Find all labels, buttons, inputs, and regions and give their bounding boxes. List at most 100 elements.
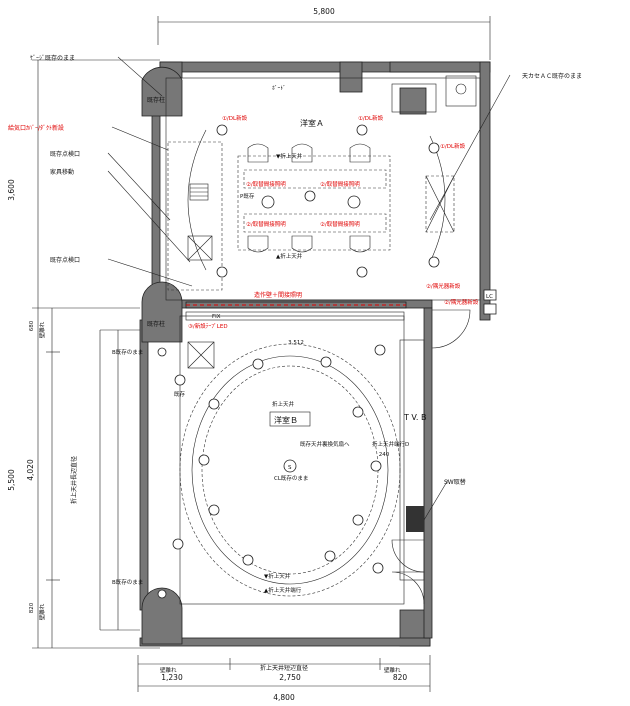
dim-bottom-2: 2,750: [279, 673, 301, 682]
spot: [252, 358, 264, 370]
room-b-ceiling-ellipse: [179, 343, 401, 597]
label-indirect-4: ②/取替間接照明: [320, 220, 360, 228]
label-supply-duct-new: 給気口ｶﾊﾞｰ/ﾀﾞｸﾄ新設: [8, 124, 64, 132]
downlight: [304, 190, 316, 202]
downlight: [356, 266, 368, 278]
dimension-text: 5,800 3,600 5,500 4,020 680 820 1,230 2,…: [7, 7, 407, 702]
dim-left-mid: 4,020: [26, 459, 35, 481]
dim-left-upper: 3,600: [7, 179, 16, 201]
ceiling-light: [283, 459, 297, 473]
label-fix: FIX: [212, 314, 221, 320]
label-existing-hatch-2: 既存点検口: [50, 256, 80, 264]
dimension-lines: [32, 16, 491, 692]
dim-left-gap-top: 680: [29, 320, 35, 331]
label-dl-new: ①/DL新設: [222, 114, 248, 122]
room-b-downlights: [157, 344, 386, 599]
spot: [320, 356, 332, 368]
downlight: [174, 374, 186, 386]
walls: [139, 61, 491, 647]
label-ceiling-note: 既存天井裏換気扇へ: [300, 440, 350, 448]
dim-tv-depth: 240: [379, 452, 390, 458]
spot: [198, 454, 210, 466]
small-fixture: [157, 589, 167, 599]
label-indirect-3: ②/取替間接照明: [246, 220, 286, 228]
label-wall-sep-2: 壁離れ: [38, 603, 46, 620]
downlight: [172, 538, 184, 550]
annotation-labels: ｹﾞｰｼﾞ既存のまま 給気口ｶﾊﾞｰ/ﾀﾞｸﾄ新設 既存点検口 家具移動 既存点…: [8, 54, 582, 674]
label-sensor: S: [288, 465, 292, 471]
label-fold-ceiling-top: ▼折上天井: [276, 152, 303, 160]
spot: [208, 504, 220, 516]
label-left-vertical: 折上天井長辺直径: [70, 456, 78, 504]
room-a-cove-line: [187, 129, 207, 271]
label-dl-new-short: ①/DL新設: [440, 142, 466, 150]
room-a-table: [237, 143, 391, 253]
small-fixture: [157, 347, 167, 357]
label-bottom-center: 折上天井短辺直径: [260, 664, 308, 672]
lc-boxes: [483, 289, 497, 315]
label-bracket-1: ②/隅光器新設: [426, 282, 461, 290]
dim-bottom-1: 1,230: [161, 673, 183, 682]
label-room-b: 洋室Ｂ: [274, 415, 298, 425]
label-sw-change: SW取替: [444, 478, 466, 486]
label-tvb: T V. B: [403, 413, 426, 422]
label-lc: LC: [486, 294, 493, 300]
label-b-existing-bottom: B既存のまま: [112, 578, 143, 586]
label-existing: 既存: [174, 390, 186, 398]
hatch-boxes: [167, 141, 455, 532]
label-wall-sep-br: 壁離れ: [384, 666, 401, 674]
dim-left-total: 5,500: [7, 469, 16, 491]
pendant: [347, 195, 361, 209]
room-a-downlights: [216, 124, 440, 278]
label-indirect-1: ②/取替間接照明: [246, 180, 286, 188]
label-indirect-2: ②/取替間接照明: [320, 180, 360, 188]
doors: [391, 309, 471, 605]
pendant: [261, 195, 275, 209]
label-fold-ceiling-bottom: ▲折上天井: [276, 252, 303, 260]
label-balcony: ﾎﾞｰﾄﾞ: [272, 85, 286, 92]
mod-wall-strip: [185, 301, 407, 321]
label-existing-pillar-top: 既存柱: [147, 96, 165, 104]
label-led-strip: ③/新設ﾃｰﾌﾟLED: [188, 322, 228, 330]
label-gauge-existing: ｹﾞｰｼﾞ既存のまま: [30, 54, 75, 62]
label-existing-pillar-mid: 既存柱: [147, 320, 165, 328]
spot: [324, 550, 336, 562]
label-fold-ceiling-b: 折上天井: [272, 400, 295, 408]
downlight: [428, 142, 440, 154]
label-ceiling-note2: 折上天井端行D: [372, 440, 409, 448]
dim-bottom-total: 4,800: [273, 693, 295, 702]
spot: [208, 398, 220, 410]
label-fold-ceiling-b2: ▼折上天井: [264, 572, 291, 580]
interior-outlines: [99, 75, 481, 631]
spot: [242, 554, 254, 566]
label-dl-new-r: ①/DL新設: [358, 114, 384, 122]
pillars: [141, 66, 183, 645]
label-room-a: 洋室Ａ: [300, 118, 324, 128]
label-p-existing: P既存: [240, 192, 255, 200]
label-b-existing-top: B既存のまま: [112, 348, 143, 356]
label-bracket-2: ②/隅光器新設: [444, 298, 479, 306]
label-ceiling-ac: 天カセＡＣ既存のまま: [522, 72, 582, 80]
spot: [352, 406, 364, 418]
label-existing-hatch-1: 既存点検口: [50, 150, 80, 158]
label-mod-wall: 造作壁＋間接照明: [254, 291, 302, 299]
label-fold-ceiling-b3: ▲折上天井端行: [264, 586, 302, 594]
downlight: [374, 344, 386, 356]
spot: [352, 514, 364, 526]
label-wall-sep-bl: 壁離れ: [160, 666, 177, 674]
spot: [370, 460, 382, 472]
downlight: [356, 124, 368, 136]
label-wall-sep-1: 壁離れ: [38, 321, 46, 338]
dim-bottom-3: 820: [393, 673, 408, 682]
dim-left-gap-bottom: 820: [29, 602, 35, 613]
downlight: [216, 124, 228, 136]
downlight: [428, 256, 440, 268]
dim-top-total: 5,800: [313, 7, 335, 16]
leader-lines: [107, 56, 511, 521]
label-cl-existing: CL既存のまま: [274, 474, 308, 482]
label-furniture-move: 家具移動: [50, 168, 74, 176]
dim-ceiling-width: 3,512: [288, 340, 304, 346]
downlight: [372, 562, 384, 574]
downlight: [216, 266, 228, 278]
